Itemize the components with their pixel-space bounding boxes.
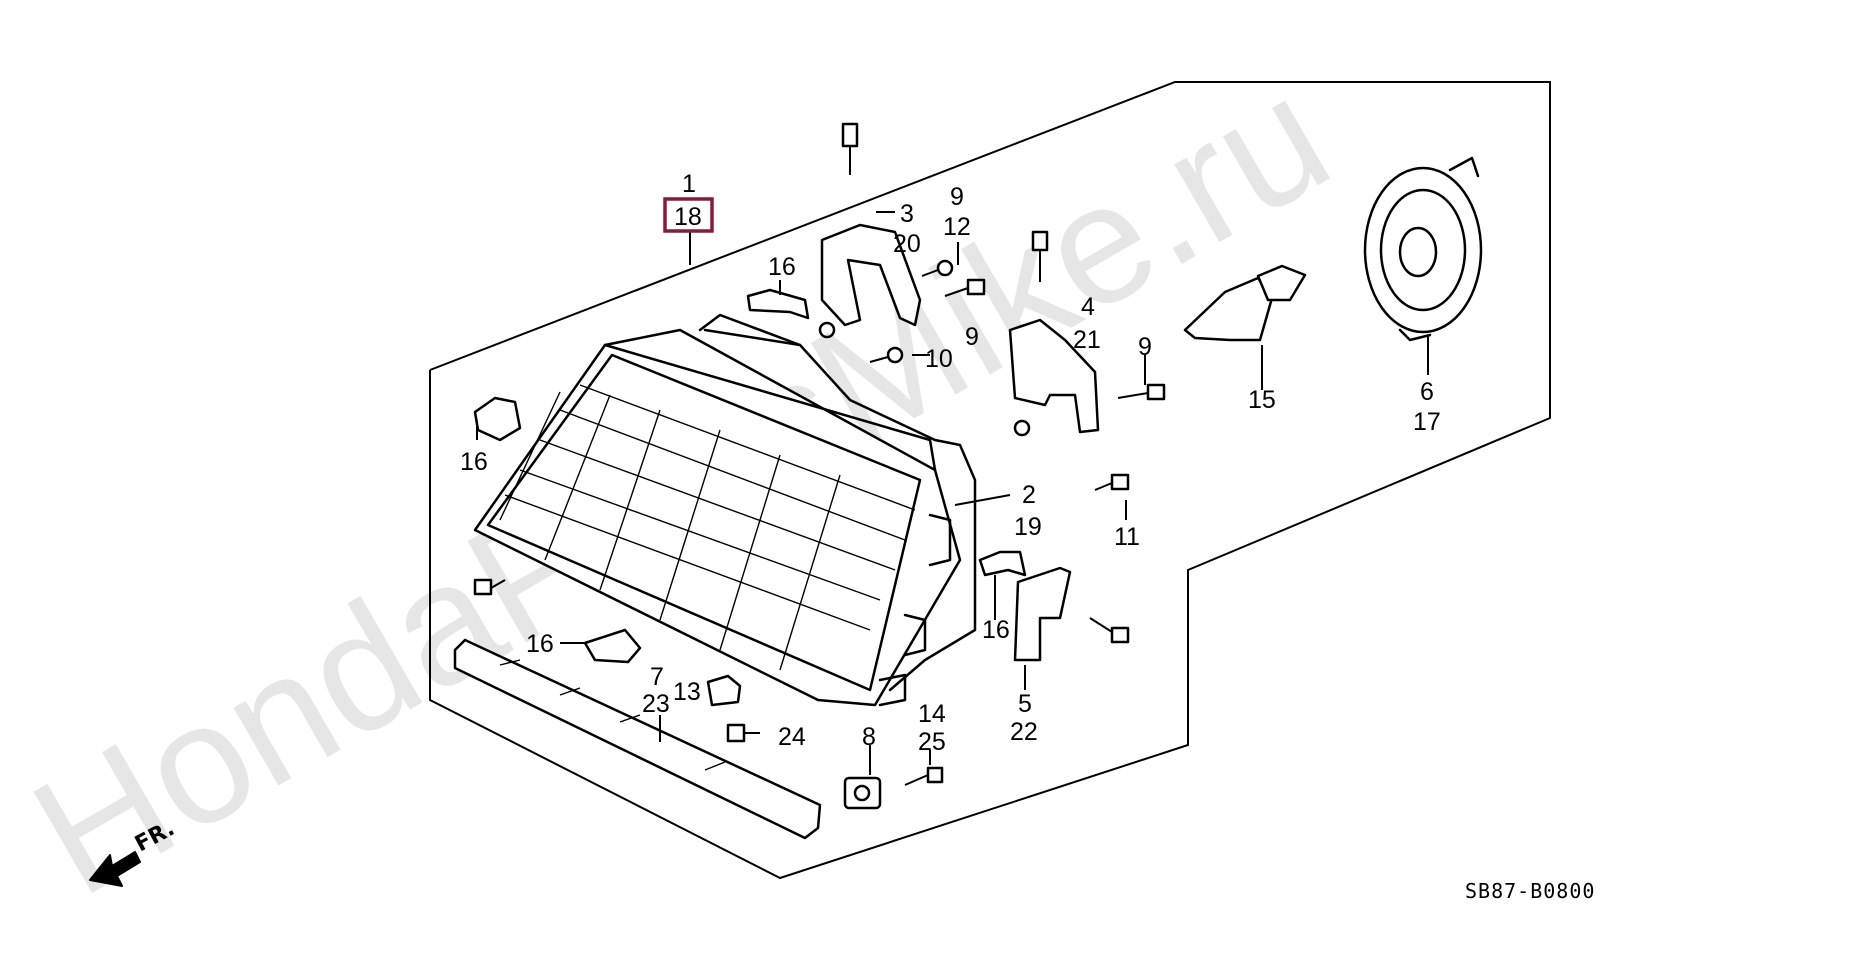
callout-10: 10 xyxy=(925,345,953,373)
screw-9a[interactable] xyxy=(944,278,986,297)
screw-10[interactable] xyxy=(869,346,904,364)
clip-16-right[interactable] xyxy=(978,550,1027,577)
callout-21: 21 xyxy=(1073,326,1101,354)
callout-1: 1 xyxy=(682,170,696,198)
callout-16-left: 16 xyxy=(460,448,488,476)
headlight-lens[interactable] xyxy=(473,313,977,707)
callout-17: 17 xyxy=(1413,408,1441,436)
callout-19: 19 xyxy=(1014,513,1042,541)
assembly-outline xyxy=(429,81,1551,880)
bracket-3-20[interactable] xyxy=(818,223,922,339)
bulb-15[interactable] xyxy=(1183,264,1307,342)
highlight-box-18 xyxy=(663,197,714,233)
bracket-5-22[interactable] xyxy=(1013,566,1072,662)
leader-2 xyxy=(954,494,1011,506)
callout-12: 12 xyxy=(943,213,971,241)
diagram-code: SB87-B0800 xyxy=(1465,879,1595,903)
screw-24[interactable] xyxy=(726,723,760,743)
callout-13: 13 xyxy=(673,678,701,706)
callout-5: 5 xyxy=(1018,690,1032,718)
screw-11[interactable] xyxy=(1094,473,1130,491)
callout-4: 4 xyxy=(1081,293,1095,321)
callout-6: 6 xyxy=(1420,378,1434,406)
callout-23: 23 xyxy=(642,690,670,718)
socket-cover-6-17[interactable] xyxy=(1363,156,1483,342)
callout-2: 2 xyxy=(1022,481,1036,509)
callout-22: 22 xyxy=(1010,718,1038,746)
callout-9-mid: 9 xyxy=(965,323,979,351)
bolt-top[interactable] xyxy=(841,122,859,175)
screw-9c[interactable] xyxy=(1117,383,1166,401)
callout-25: 25 xyxy=(918,728,946,756)
nut-8[interactable] xyxy=(843,776,882,810)
screw-left[interactable] xyxy=(473,578,506,596)
callout-16-top: 16 xyxy=(768,253,796,281)
clip-16-left[interactable] xyxy=(473,396,522,442)
callout-3: 3 xyxy=(900,200,914,228)
clip-16-lower[interactable] xyxy=(583,628,642,664)
callout-8: 8 xyxy=(862,723,876,751)
bracket-4-21[interactable] xyxy=(1008,318,1100,437)
lower-trim-strip[interactable] xyxy=(453,638,822,840)
callout-24: 24 xyxy=(778,723,806,751)
callout-14: 14 xyxy=(918,700,946,728)
callout-9-top: 9 xyxy=(950,183,964,211)
clip-13[interactable] xyxy=(706,674,742,707)
callout-20: 20 xyxy=(893,230,921,258)
screw-12[interactable] xyxy=(921,259,954,277)
callout-16-lower: 16 xyxy=(526,630,554,658)
screw-14-25[interactable] xyxy=(904,766,944,786)
clip-16-top[interactable] xyxy=(746,288,810,320)
callout-18[interactable]: 18 xyxy=(674,203,702,231)
callout-15: 15 xyxy=(1248,386,1276,414)
callout-11: 11 xyxy=(1114,523,1140,551)
callout-16-right: 16 xyxy=(982,616,1010,644)
callout-9-right: 9 xyxy=(1138,333,1152,361)
screw-right[interactable] xyxy=(1089,617,1130,644)
callout-7: 7 xyxy=(650,663,664,691)
bolt-mid[interactable] xyxy=(1031,230,1049,282)
